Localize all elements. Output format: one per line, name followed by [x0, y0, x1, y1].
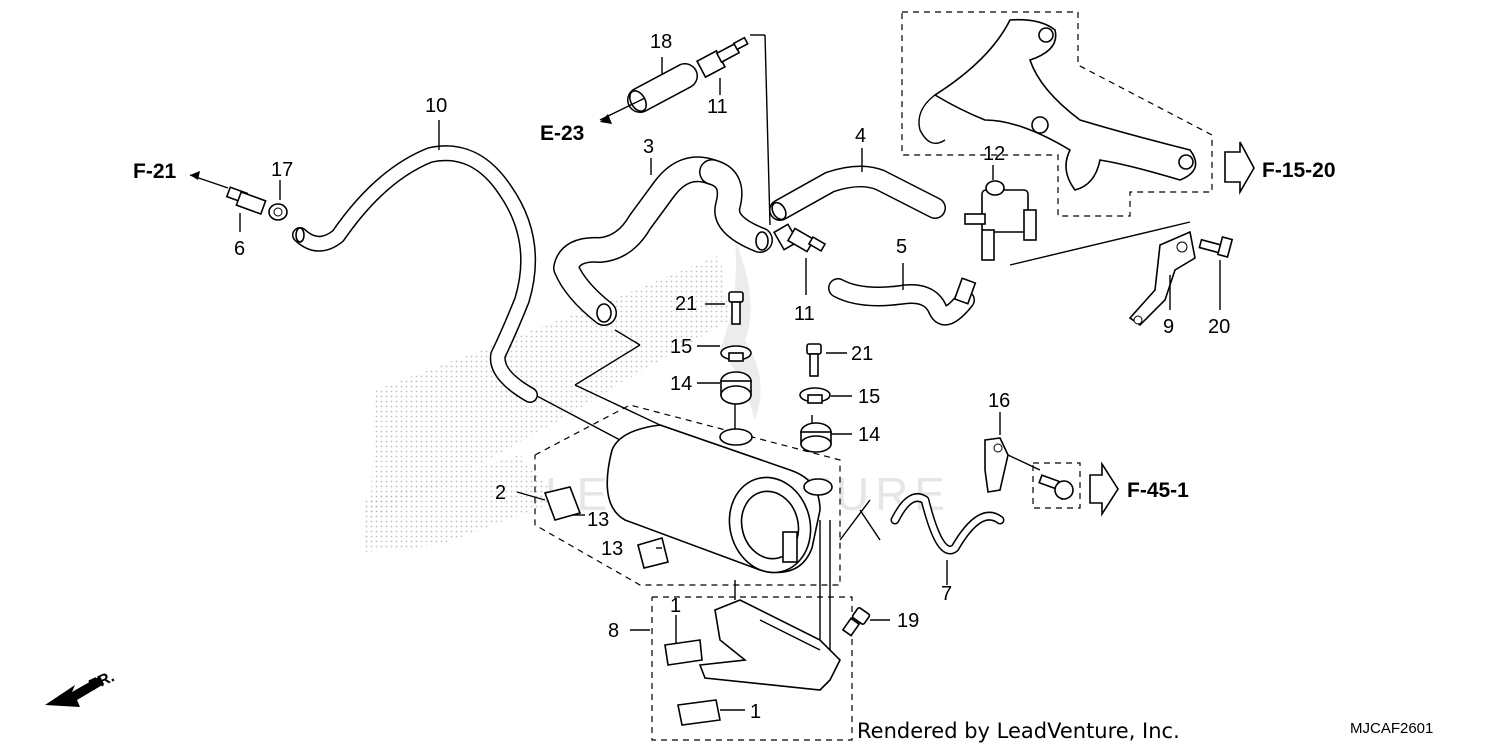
label-14-right: 14 — [858, 424, 880, 446]
label-15-right: 15 — [858, 386, 880, 408]
hose-7 — [890, 493, 1005, 555]
clip-16 — [984, 437, 1009, 493]
cover-8 — [698, 599, 841, 691]
label-13-lower: 13 — [601, 538, 623, 560]
bolt-19 — [841, 607, 871, 637]
label-leaders — [189, 57, 1221, 711]
label-3: 3 — [643, 136, 654, 158]
label-9: 9 — [1163, 316, 1174, 338]
arrow-e23 — [600, 114, 612, 124]
label-15-left: 15 — [670, 336, 692, 358]
label-21-right: 21 — [851, 343, 873, 365]
bracket-assembly — [918, 18, 1197, 191]
hose-5 — [828, 277, 977, 326]
ref-f1520[interactable]: F-15-20 — [1262, 159, 1336, 182]
pad-13-upper — [543, 486, 582, 521]
fitting-6 — [225, 186, 267, 216]
ref-e23[interactable]: E-23 — [540, 122, 584, 145]
pad-13-lower — [637, 536, 669, 569]
label-7: 7 — [941, 583, 952, 605]
fitting-11-lower — [772, 223, 827, 253]
ref-arrow-f451 — [1089, 461, 1119, 517]
label-13-upper: 13 — [587, 509, 609, 531]
ref-f451[interactable]: F-45-1 — [1127, 479, 1189, 502]
credit-text: Rendered by LeadVenture, Inc. — [857, 719, 1180, 743]
pad-1-upper — [664, 639, 703, 666]
label-14-left: 14 — [670, 373, 692, 395]
bolt-clip — [1038, 474, 1074, 500]
assembly-lines — [534, 34, 1191, 655]
label-10: 10 — [425, 95, 447, 117]
label-16: 16 — [988, 390, 1010, 412]
front-direction-arrow — [45, 676, 104, 707]
canister-group-box — [534, 404, 841, 586]
clip-bolt-box — [1032, 462, 1081, 509]
pad-1-lower — [677, 699, 721, 726]
bracket-9 — [1128, 230, 1196, 327]
ref-f21[interactable]: F-21 — [133, 160, 177, 183]
hose-10 — [292, 145, 538, 403]
label-17: 17 — [271, 159, 293, 181]
ref-arrow-f1520 — [1224, 141, 1255, 195]
label-8: 8 — [608, 620, 619, 642]
clip-17 — [268, 203, 288, 221]
sleeve-18 — [627, 63, 698, 113]
canister-2 — [606, 424, 833, 574]
bolt-20 — [1198, 236, 1234, 258]
mount-right — [799, 343, 832, 453]
front-label: FR. — [87, 668, 118, 694]
label-11-lower: 11 — [794, 303, 815, 325]
diagram-code: MJCAF2601 — [1350, 720, 1433, 737]
bracket-group-box — [901, 11, 1213, 217]
label-21-left: 21 — [675, 293, 697, 315]
label-12: 12 — [983, 143, 1005, 165]
label-18: 18 — [650, 31, 672, 53]
hose-4 — [769, 165, 946, 221]
label-4: 4 — [855, 125, 866, 147]
arrow-f21 — [190, 171, 200, 180]
fitting-11-top — [695, 36, 749, 79]
label-2: 2 — [495, 482, 506, 504]
label-1-lower: 1 — [750, 701, 761, 723]
label-6: 6 — [234, 238, 245, 260]
label-1-upper: 1 — [670, 595, 681, 617]
label-11-top: 11 — [707, 96, 728, 118]
hose-3 — [553, 156, 773, 326]
label-19: 19 — [897, 610, 919, 632]
purge-valve-12 — [964, 180, 1037, 261]
part-labels: 18 11 10 17 6 3 4 5 12 11 9 20 21 15 14 … — [234, 31, 1230, 723]
mount-left — [720, 291, 752, 405]
label-5: 5 — [896, 236, 907, 258]
cover-group-box — [651, 596, 853, 741]
label-20: 20 — [1208, 316, 1230, 338]
